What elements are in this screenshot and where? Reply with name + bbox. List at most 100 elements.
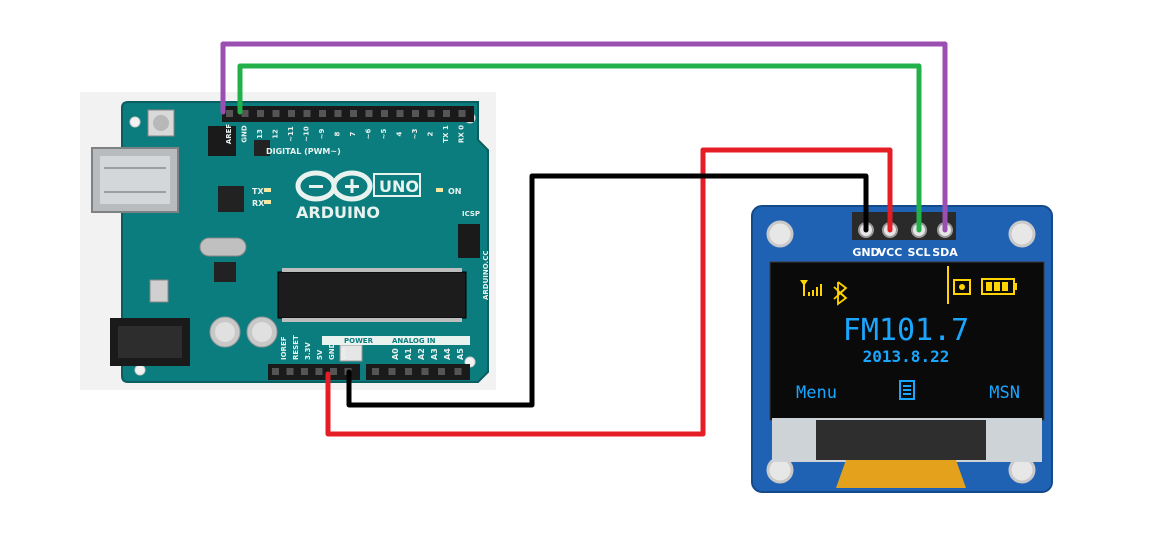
power-pin-label: GND <box>328 342 336 360</box>
power-pin-hole <box>315 368 323 375</box>
arduino-brand: ARDUINO <box>296 203 380 222</box>
digital-pin-hole <box>443 110 450 117</box>
led-rx-label: RX <box>252 199 265 208</box>
power-pin-hole <box>272 368 279 375</box>
clock-icon <box>953 279 971 295</box>
oled-pin-label-gnd: GND <box>852 246 879 259</box>
digital-pin-label: ~3 <box>411 129 419 140</box>
arduino-uno-board: DIGITAL (PWM~) ARDUINO UNO ON TX RX ICSP… <box>80 92 496 390</box>
analog-pin-label: A5 <box>456 348 465 360</box>
power-pin-label: 3.3V <box>304 342 312 360</box>
digital-pin-hole <box>288 110 295 117</box>
analog-pin-label: A0 <box>391 348 400 360</box>
digital-pin-label: 12 <box>272 129 280 139</box>
digital-pin-hole <box>458 110 466 117</box>
analog-header <box>366 364 470 380</box>
icsp-header <box>458 224 480 258</box>
power-pin-label: 5V <box>316 349 324 360</box>
digital-pin-hole <box>272 110 280 117</box>
digital-pin-hole <box>226 110 233 117</box>
analog-header-label: ANALOG IN <box>392 337 436 345</box>
digital-header-label: DIGITAL (PWM~) <box>266 147 341 156</box>
wires <box>220 41 948 437</box>
oled-date: 2013.8.22 <box>863 347 950 366</box>
fuse <box>149 279 169 303</box>
digital-pin-hole <box>241 110 249 117</box>
digital-pin-label: GND <box>241 125 249 143</box>
icsp-label: ICSP <box>462 210 480 218</box>
capacitor-1 <box>209 316 241 348</box>
power-pin-label: Vin <box>340 347 348 360</box>
wire-scl <box>237 63 922 233</box>
flex-cable <box>836 460 966 488</box>
power-pin-hole <box>286 368 294 375</box>
analog-pin-label: A2 <box>417 348 426 360</box>
analog-pin-label: A4 <box>443 348 452 360</box>
arduino-logo <box>295 170 373 202</box>
power-header-label: POWER <box>344 337 374 345</box>
digital-pin-hole <box>334 110 342 117</box>
dc-power-jack <box>110 318 190 366</box>
icsp-header-usb <box>254 140 270 156</box>
digital-pin-hole <box>381 110 388 117</box>
power-pin-label: RESET <box>292 335 300 360</box>
menu-list-icon <box>899 380 915 400</box>
digital-pin-label: 8 <box>334 131 342 136</box>
digital-pin-label: 13 <box>256 129 264 139</box>
digital-pin-label: ~9 <box>318 129 326 140</box>
digital-pin-label: ~10 <box>303 126 311 142</box>
digital-header <box>222 106 474 122</box>
reset-button <box>147 109 175 137</box>
analog-pin-label: A1 <box>404 348 413 360</box>
atmega-chip <box>277 271 467 319</box>
digital-pin-label: AREF <box>225 124 233 145</box>
digital-pin-label: 7 <box>349 131 357 136</box>
power-pin-label: IOREF <box>280 336 288 360</box>
digital-pin-hole <box>396 110 404 117</box>
oled-pin-label-scl: SCL <box>907 246 930 259</box>
signal-icon <box>800 280 822 296</box>
analog-pin-label: A3 <box>430 348 439 360</box>
crystal-oscillator <box>199 237 247 257</box>
digital-pin-hole <box>350 110 357 117</box>
arduino-model: UNO <box>379 177 419 196</box>
digital-pin-hole <box>365 110 373 117</box>
capacitor-2 <box>246 316 278 348</box>
oled-mount-holes <box>766 220 1036 484</box>
regulator-chip <box>214 262 236 282</box>
digital-pin-label: RX 0 <box>458 125 466 143</box>
analog-pin-hole <box>372 368 379 375</box>
digital-pin-hole <box>303 110 311 117</box>
digital-pin-label: ~5 <box>380 129 388 140</box>
oled-pin-label-vcc: VCC <box>878 246 903 259</box>
digital-pin-hole <box>319 110 326 117</box>
digital-pin-label: ~11 <box>287 126 295 142</box>
oled-frequency: FM101.7 <box>843 313 969 348</box>
wire-sda <box>220 41 948 233</box>
led-tx-label: TX <box>252 187 264 196</box>
battery-icon <box>981 278 1017 295</box>
wire-gnd <box>346 173 869 408</box>
power-pin-hole <box>330 368 337 375</box>
oled-pin-label-sda: SDA <box>932 246 958 259</box>
oled-right-softkey: MSN <box>989 383 1020 403</box>
digital-pin-hole <box>427 110 435 117</box>
usb-chip <box>218 186 244 212</box>
oled-left-softkey: Menu <box>796 383 837 403</box>
power-pin-hole <box>301 368 308 375</box>
icsp-header-small <box>208 126 236 156</box>
digital-pin-label: 4 <box>396 131 404 136</box>
analog-pin-hole <box>405 368 412 375</box>
digital-pin-label: 2 <box>427 131 435 136</box>
analog-pin-hole <box>421 368 429 375</box>
usb-connector <box>91 147 179 213</box>
website-label: ARDUINO.CC <box>482 251 490 301</box>
digital-pin-label: ~6 <box>365 129 373 140</box>
analog-pin-hole <box>454 368 462 375</box>
digital-pin-label: TX 1 <box>442 125 450 143</box>
analog-pin-hole <box>438 368 445 375</box>
led-on-label: ON <box>448 187 462 196</box>
digital-pin-hole <box>257 110 264 117</box>
